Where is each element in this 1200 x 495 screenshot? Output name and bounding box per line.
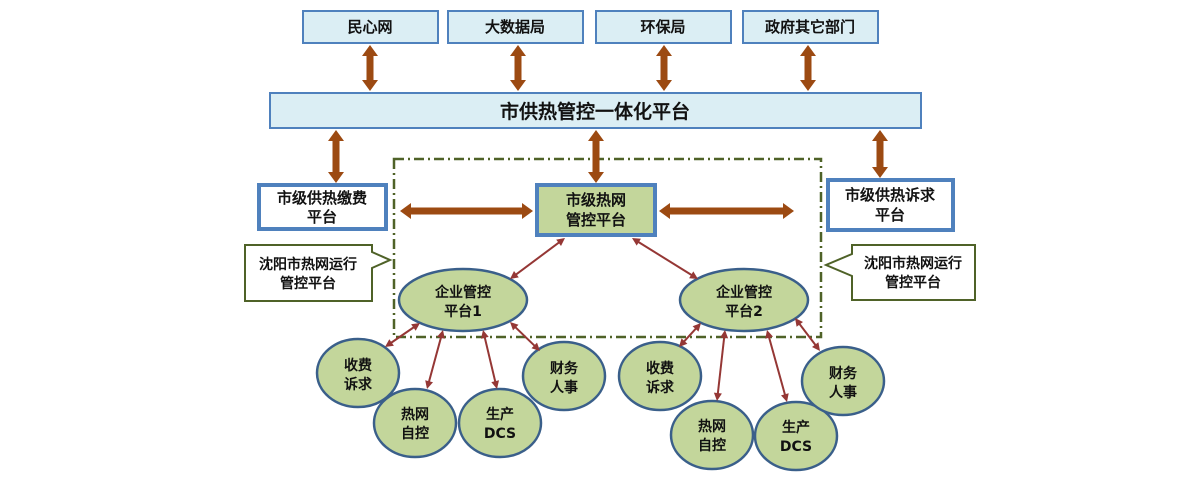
arrow-city-right [659, 203, 794, 219]
payment-platform-line2: 平台 [307, 208, 337, 226]
top-box-minxin: 民心网 [302, 10, 439, 44]
node-line2: 诉求 [344, 376, 373, 393]
e2-node-autocontrol: 热网 自控 [669, 399, 755, 471]
e2-node-finance: 财务 人事 [800, 345, 886, 417]
arrow-e2-production [765, 330, 789, 402]
arrows-layer [328, 45, 888, 402]
top-box-bigdata: 大数据局 [447, 10, 584, 44]
node-line1: 收费 [344, 357, 372, 374]
arrow-env-main [656, 45, 672, 91]
top-box-label: 政府其它部门 [765, 18, 855, 36]
payment-platform-box: 市级供热缴费 平台 [257, 183, 388, 231]
node-line1: 财务 [828, 365, 858, 382]
enterprise-1-line2: 平台1 [444, 303, 482, 320]
node-line2: 诉求 [646, 379, 675, 396]
arrow-e1-autocontrol [425, 330, 445, 389]
node-line2: 人事 [829, 384, 857, 401]
main-platform-label: 市供热管控一体化平台 [500, 100, 690, 123]
top-box-env: 环保局 [595, 10, 732, 44]
arrow-e1-billing [385, 323, 420, 347]
complaint-platform-line2: 平台 [875, 206, 905, 224]
node-line2: 人事 [550, 379, 578, 396]
node-line2: DCS [484, 426, 516, 442]
e1-node-autocontrol: 热网 自控 [372, 387, 458, 459]
callout-left-line2: 管控平台 [280, 275, 336, 292]
arrow-minxin-main [362, 45, 378, 91]
callout-right-line1: 沈阳市热网运行 [864, 255, 962, 272]
e1-node-finance: 财务 人事 [521, 340, 607, 412]
callout-left: 沈阳市热网运行 管控平台 [244, 244, 393, 302]
complaint-platform-box: 市级供热诉求 平台 [826, 178, 955, 232]
node-line1: 热网 [401, 406, 429, 423]
arrow-city-left [400, 203, 533, 219]
arrow-main-payment [328, 130, 344, 183]
node-line1: 收费 [646, 360, 674, 377]
e1-node-billing: 收费 诉求 [315, 337, 401, 409]
node-line2: DCS [780, 439, 812, 455]
arrow-e1-finance [510, 322, 540, 351]
node-line1: 热网 [698, 418, 726, 435]
main-platform-bar: 市供热管控一体化平台 [269, 92, 922, 129]
callout-right-line2: 管控平台 [885, 274, 941, 291]
arrow-bigdata-main [510, 45, 526, 91]
arrow-e2-autocontrol [713, 330, 729, 401]
top-box-label: 民心网 [347, 18, 392, 36]
city-platform-boundary [392, 157, 823, 339]
node-line2: 自控 [401, 425, 429, 442]
payment-platform-line1: 市级供热缴费 [277, 189, 367, 207]
enterprise-2-line2: 平台2 [725, 303, 763, 320]
city-network-line2: 管控平台 [566, 211, 626, 229]
callout-left-line1: 沈阳市热网运行 [259, 256, 357, 273]
e2-node-billing: 收费 诉求 [617, 340, 703, 412]
callout-right: 沈阳市热网运行 管控平台 [823, 244, 976, 301]
complaint-platform-line1: 市级供热诉求 [845, 186, 936, 204]
arrow-e2-billing [679, 323, 701, 347]
city-network-line1: 市级热网 [566, 191, 626, 209]
arrow-other-main [800, 45, 816, 91]
enterprise-1-line1: 企业管控 [434, 284, 491, 301]
e1-node-production: 生产 DCS [457, 387, 543, 459]
enterprise-platform-2: 企业管控 平台2 [678, 267, 810, 333]
enterprise-2-line1: 企业管控 [715, 284, 772, 301]
arrow-main-complaint [872, 130, 888, 178]
enterprise-platform-1: 企业管控 平台1 [397, 267, 529, 333]
arrow-e1-production [481, 330, 499, 389]
arrow-city-enterprise2 [632, 238, 698, 279]
arrow-city-enterprise1 [510, 238, 565, 279]
city-network-box: 市级热网 管控平台 [535, 183, 657, 237]
arrow-main-city [588, 130, 604, 183]
node-line1: 生产 [486, 406, 514, 423]
arrow-e2-finance [795, 318, 820, 351]
top-box-label: 大数据局 [485, 18, 545, 36]
node-line1: 生产 [782, 419, 810, 436]
e2-node-production: 生产 DCS [753, 400, 839, 472]
node-line2: 自控 [698, 437, 726, 454]
node-line1: 财务 [549, 360, 579, 377]
top-box-other-gov: 政府其它部门 [742, 10, 879, 44]
top-box-label: 环保局 [640, 18, 685, 36]
